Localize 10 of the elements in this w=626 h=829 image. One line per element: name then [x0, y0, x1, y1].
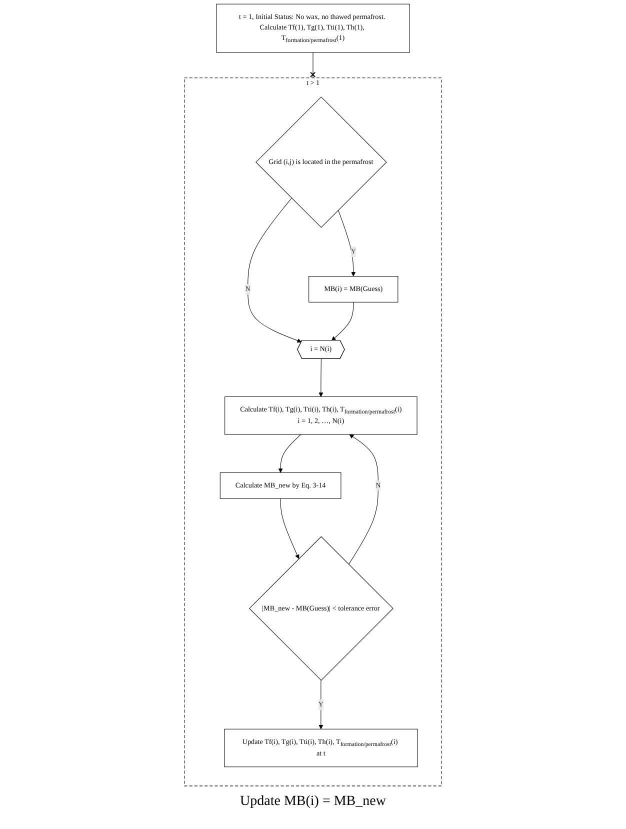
arrow	[348, 434, 378, 565]
arrow	[318, 680, 324, 730]
arrow	[248, 198, 302, 343]
arrow	[338, 210, 356, 276]
arrow	[318, 358, 324, 397]
arrow	[280, 498, 300, 559]
arrow	[332, 302, 354, 341]
arrow	[278, 434, 302, 473]
note-text: Update MB(i) = MB_new	[239, 794, 387, 810]
connector	[310, 52, 316, 78]
